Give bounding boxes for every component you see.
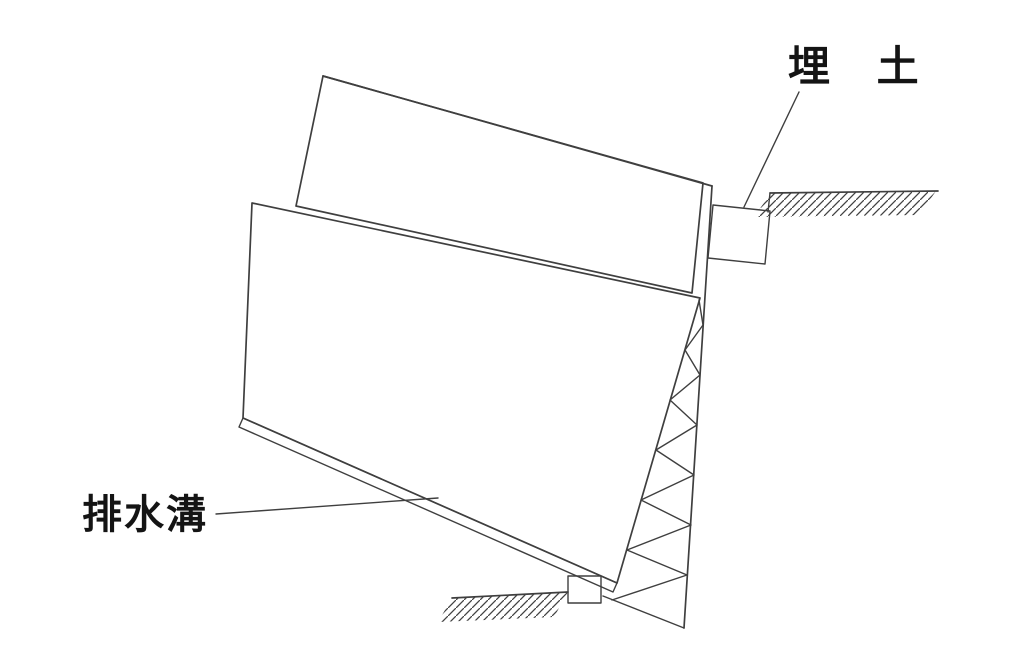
wall-back-line bbox=[602, 185, 713, 629]
ground-surface-bottom bbox=[438, 591, 569, 622]
backfill-label: 埋 土 bbox=[788, 42, 935, 91]
leader-line-drain bbox=[215, 497, 439, 515]
ground-surface-top-right bbox=[754, 190, 939, 217]
drain-label: 排水溝 bbox=[82, 492, 208, 538]
leader-line-backfill bbox=[743, 91, 800, 208]
drainage-channel bbox=[238, 417, 618, 593]
compaction-zigzag bbox=[611, 299, 704, 601]
slope-lattice bbox=[242, 202, 701, 584]
brick-wall bbox=[295, 75, 713, 294]
backfill-patch bbox=[707, 204, 771, 265]
leader-lines bbox=[215, 91, 800, 515]
outlet-box bbox=[567, 575, 602, 604]
